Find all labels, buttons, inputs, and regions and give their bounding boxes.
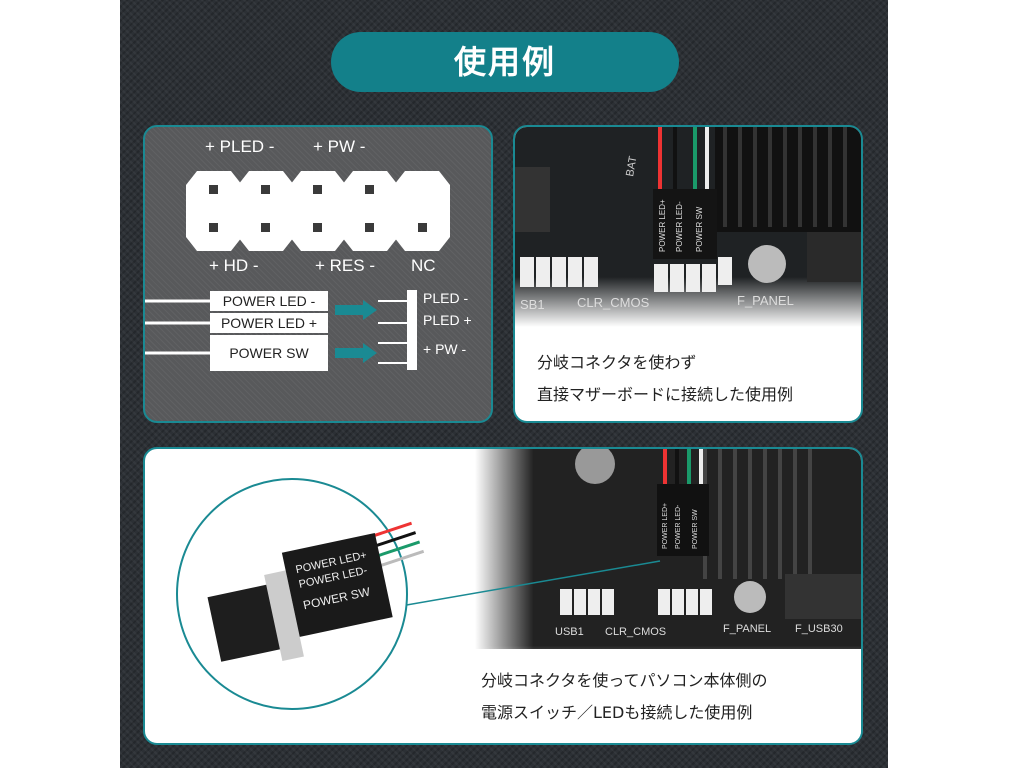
board-label: SB1 bbox=[520, 297, 545, 312]
board-label: POWER LED+ bbox=[658, 199, 667, 252]
board-label: F_PANEL bbox=[723, 623, 771, 635]
motherboard-photo: SB1 CLR_CMOS F_PANEL BAT POWER LED+ POWE… bbox=[515, 127, 861, 327]
caption-line: 電源スイッチ／LEDも接続した使用例 bbox=[481, 703, 753, 722]
pinout-diagram-panel: + PLED - + PW - + HD - + RES - NC POWER … bbox=[143, 125, 493, 423]
pin-label: + PLED - bbox=[205, 137, 275, 156]
capacitor bbox=[748, 245, 786, 283]
pin-header-diagram bbox=[145, 171, 450, 370]
cable-label: POWER SW bbox=[210, 335, 328, 371]
board-label: USB1 bbox=[555, 626, 584, 638]
caption-line: 直接マザーボードに接続した使用例 bbox=[537, 385, 794, 404]
splitter-connector: POWER LED+ POWER LED- POWER SW bbox=[207, 521, 425, 662]
page-title: 使用例 bbox=[331, 32, 679, 92]
header-label: PLED - bbox=[423, 290, 469, 306]
arrow-icon bbox=[335, 300, 377, 320]
board-label: POWER LED- bbox=[675, 504, 682, 549]
header-label: PLED + bbox=[423, 312, 472, 328]
board-label: POWER LED- bbox=[675, 201, 684, 252]
cable-label: POWER LED + bbox=[210, 313, 328, 333]
board-label: POWER SW bbox=[695, 206, 704, 252]
cable-label: POWER LED - bbox=[210, 291, 328, 311]
board-label: F_PANEL bbox=[737, 293, 794, 308]
header-label: + PW - bbox=[423, 341, 467, 357]
motherboard-photo: USB1 CLR_CMOS F_PANEL F_USB30 POWER LED+… bbox=[176, 449, 861, 743]
caption-line: 分岐コネクタを使ってパソコン本体側の bbox=[481, 671, 768, 690]
pin-label: + HD - bbox=[209, 256, 259, 275]
board-label: CLR_CMOS bbox=[577, 295, 650, 310]
splitter-connection-panel: USB1 CLR_CMOS F_PANEL F_USB30 POWER LED+… bbox=[143, 447, 863, 745]
callout-line bbox=[394, 560, 661, 608]
arrow-icon bbox=[335, 343, 377, 363]
caption-line: 分岐コネクタを使わず bbox=[537, 353, 697, 372]
board-label: BAT bbox=[624, 155, 639, 178]
direct-connection-panel: SB1 CLR_CMOS F_PANEL BAT POWER LED+ POWE… bbox=[513, 125, 863, 423]
pin-label: NC bbox=[411, 256, 436, 275]
board-label: F_USB30 bbox=[795, 623, 843, 635]
board-label: POWER LED+ bbox=[662, 503, 669, 549]
board-label: CLR_CMOS bbox=[605, 626, 666, 638]
board-label: POWER SW bbox=[692, 509, 699, 549]
pin-label: + PW - bbox=[313, 137, 366, 156]
pin-label: + RES - bbox=[315, 256, 375, 275]
